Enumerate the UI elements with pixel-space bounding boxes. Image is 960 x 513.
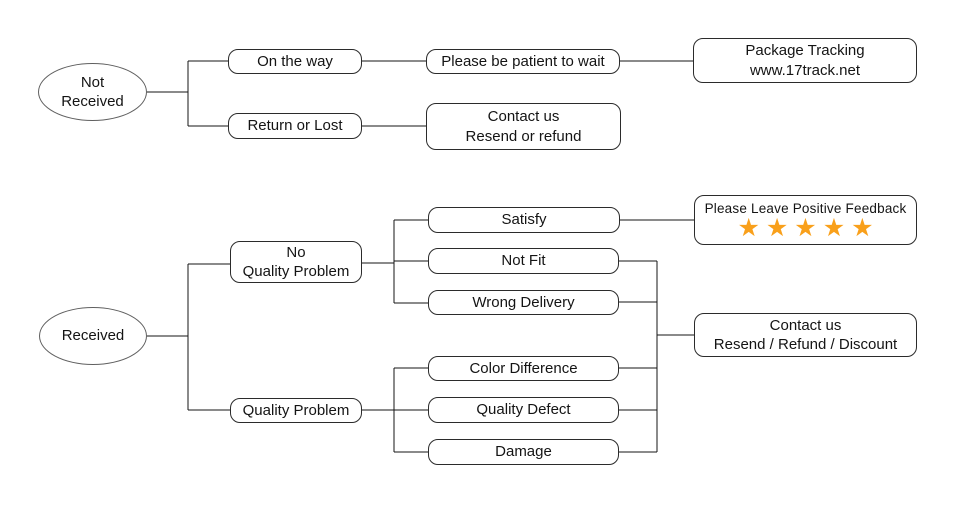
node-please-wait-label: Please be patient to wait	[441, 52, 605, 70]
node-quality-problem: Quality Problem	[230, 398, 362, 423]
node-wrong-delivery: Wrong Delivery	[428, 290, 619, 315]
node-received: Received	[39, 307, 147, 365]
node-please-wait: Please be patient to wait	[426, 49, 620, 74]
wire-received-branch	[147, 263, 230, 411]
wire-on-the-way-chain	[362, 60, 693, 127]
node-quality-defect-label: Quality Defect	[476, 401, 571, 419]
node-positive-feedback-label: Please Leave Positive Feedback	[704, 201, 907, 216]
node-no-quality-problem: No Quality Problem	[230, 241, 362, 283]
node-color-difference: Color Difference	[428, 356, 619, 381]
wire-not-received-branch	[147, 60, 228, 127]
wire-no-quality-fanout	[362, 219, 428, 304]
node-color-difference-label: Color Difference	[469, 359, 578, 377]
node-wrong-delivery-label: Wrong Delivery	[472, 293, 575, 311]
node-on-the-way-label: On the way	[257, 52, 333, 70]
node-not-received: Not Received	[38, 63, 147, 121]
node-not-fit: Not Fit	[428, 248, 619, 274]
node-positive-feedback: Please Leave Positive Feedback ★★★★★	[694, 195, 917, 245]
node-return-or-lost-label: Return or Lost	[247, 117, 343, 135]
node-quality-problem-label: Quality Problem	[242, 401, 350, 419]
node-package-tracking-label: Package Tracking www.17track.net	[745, 42, 865, 79]
node-contact-resend-refund-label: Contact us Resend or refund	[465, 108, 582, 145]
node-damage: Damage	[428, 439, 619, 465]
node-not-received-label: Not Received	[61, 73, 124, 110]
node-contact-resolution-label: Contact us Resend / Refund / Discount	[713, 316, 898, 353]
node-no-quality-problem-label: No Quality Problem	[242, 243, 350, 280]
node-received-label: Received	[61, 327, 125, 345]
node-package-tracking: Package Tracking www.17track.net	[693, 38, 917, 83]
wire-merge-contact	[619, 260, 694, 453]
node-return-or-lost: Return or Lost	[228, 113, 362, 139]
node-damage-label: Damage	[495, 443, 552, 461]
node-quality-defect: Quality Defect	[428, 397, 619, 423]
star-rating-icon: ★★★★★	[737, 213, 880, 243]
node-satisfy-label: Satisfy	[501, 211, 547, 229]
node-satisfy: Satisfy	[428, 207, 620, 233]
node-not-fit-label: Not Fit	[501, 252, 546, 270]
node-on-the-way: On the way	[228, 49, 362, 74]
wire-quality-fanout	[362, 367, 428, 453]
node-contact-resend-refund: Contact us Resend or refund	[426, 103, 621, 150]
node-contact-resolution: Contact us Resend / Refund / Discount	[694, 313, 917, 357]
